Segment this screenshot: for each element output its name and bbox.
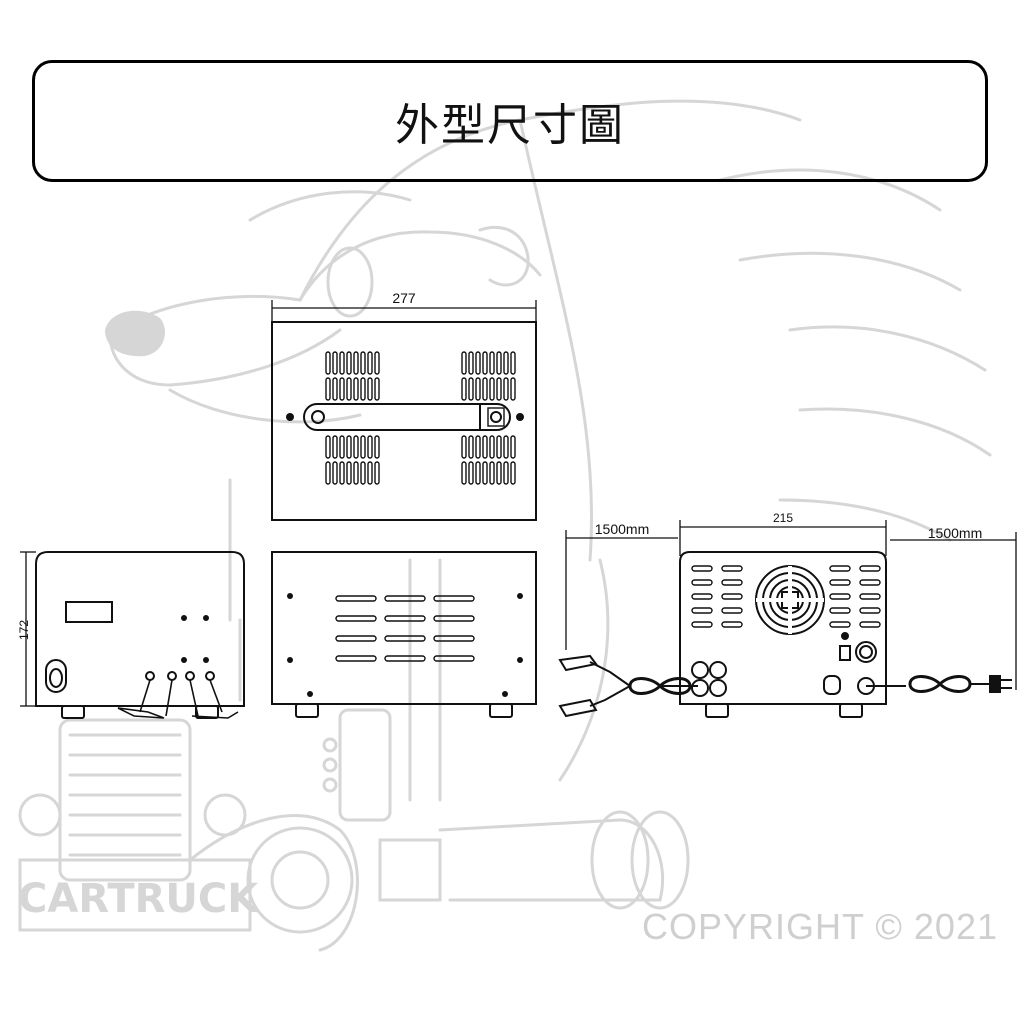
- title-box: 外型尺寸圖: [32, 60, 988, 182]
- right-cable-length-label: 1500mm: [928, 525, 982, 541]
- side-view: [271, 551, 537, 718]
- watermark-brand: CARTRUCK: [18, 876, 260, 922]
- left-cable-length-label: 1500mm: [595, 521, 649, 537]
- rear-width-label: 215: [773, 511, 793, 525]
- rear-view: [558, 520, 1017, 718]
- front-height-label: 172: [17, 620, 31, 640]
- page-title: 外型尺寸圖: [395, 100, 625, 151]
- top-width-label: 277: [392, 290, 416, 306]
- front-view: [20, 551, 245, 719]
- top-view: [271, 300, 537, 521]
- copyright-text: COPYRIGHT © 2021: [642, 906, 998, 947]
